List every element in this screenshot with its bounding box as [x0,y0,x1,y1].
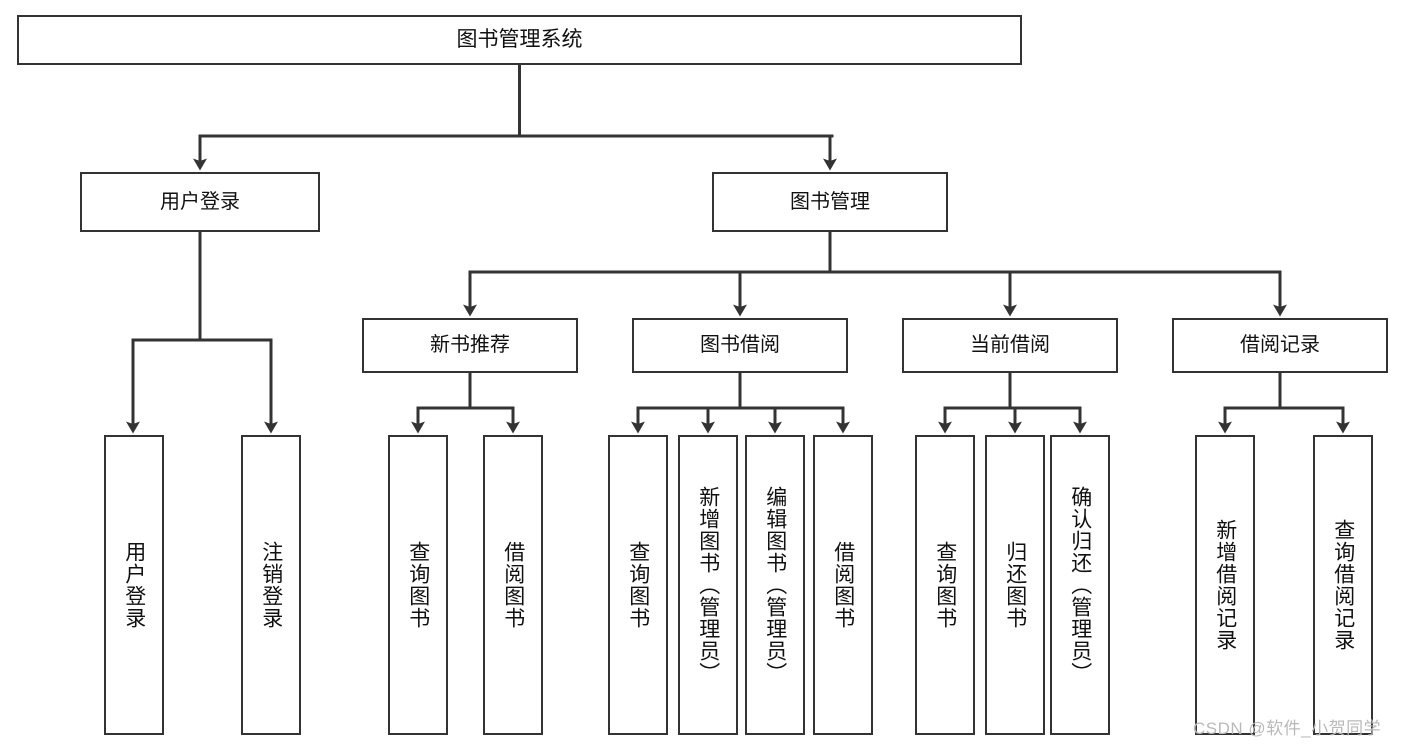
node-root[interactable]: 图书管理系统 [17,15,1022,65]
leaf-logout-label: 注销登录 [259,541,283,629]
leaf-return-book-label: 归还图书 [1003,541,1027,629]
node-book-borrow[interactable]: 图书借阅 [632,318,848,373]
node-current-borrow[interactable]: 当前借阅 [902,318,1118,373]
leaf-add-borrow-record[interactable]: 新增借阅记录 [1195,435,1255,735]
node-user-login-label: 用户登录 [160,190,240,213]
node-new-book-recommend-label: 新书推荐 [430,334,510,357]
node-borrow-record[interactable]: 借阅记录 [1172,318,1388,373]
node-new-book-recommend[interactable]: 新书推荐 [362,318,578,373]
leaf-confirm-return-label: 确认归还（管理员） [1068,486,1092,684]
node-root-label: 图书管理系统 [456,28,583,52]
leaf-edit-book-label: 编辑图书（管理员） [763,486,787,684]
leaf-query-book-borrow[interactable]: 查询图书 [608,435,668,735]
node-book-manage[interactable]: 图书管理 [712,172,948,232]
leaf-query-book-new-recommend-label: 查询图书 [406,541,430,629]
leaf-return-book[interactable]: 归还图书 [985,435,1045,735]
node-current-borrow-label: 当前借阅 [970,334,1050,357]
leaf-add-book-label: 新增图书（管理员） [696,486,720,684]
leaf-confirm-return[interactable]: 确认归还（管理员） [1050,435,1110,735]
leaf-logout[interactable]: 注销登录 [241,435,301,735]
node-borrow-record-label: 借阅记录 [1240,334,1320,357]
leaf-query-borrow-record[interactable]: 查询借阅记录 [1313,435,1373,735]
leaf-borrow-book-new-recommend-label: 借阅图书 [501,541,525,629]
node-book-borrow-label: 图书借阅 [700,334,780,357]
leaf-borrow-book-label: 借阅图书 [831,541,855,629]
leaf-query-book-borrow-label: 查询图书 [626,541,650,629]
node-user-login[interactable]: 用户登录 [80,172,320,232]
leaf-borrow-book-new-recommend[interactable]: 借阅图书 [483,435,543,735]
leaf-query-book-current-label: 查询图书 [933,541,957,629]
leaf-user-login-label: 用户登录 [122,541,146,629]
leaf-query-book-current[interactable]: 查询图书 [915,435,975,735]
csdn-watermark: CSDN @软件_小贺同学 [1193,719,1382,738]
leaf-query-book-new-recommend[interactable]: 查询图书 [388,435,448,735]
leaf-user-login[interactable]: 用户登录 [104,435,164,735]
leaf-edit-book[interactable]: 编辑图书（管理员） [745,435,805,735]
leaf-borrow-book[interactable]: 借阅图书 [813,435,873,735]
node-book-manage-label: 图书管理 [790,190,870,213]
leaf-add-book[interactable]: 新增图书（管理员） [678,435,738,735]
leaf-add-borrow-record-label: 新增借阅记录 [1213,519,1237,651]
leaf-query-borrow-record-label: 查询借阅记录 [1331,519,1355,651]
